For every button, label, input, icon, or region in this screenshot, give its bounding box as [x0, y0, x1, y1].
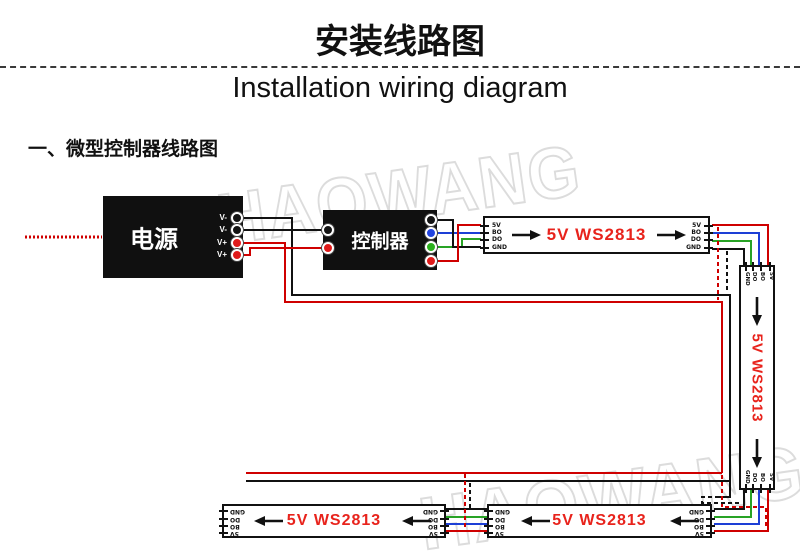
- controller-terminal-gnd-in: [322, 224, 334, 236]
- wire-5v-power-bus: [243, 242, 723, 473]
- pin-tick: [760, 262, 762, 271]
- power-pin-label-vminus-2: V-: [219, 225, 227, 234]
- pin-tick: [769, 262, 771, 271]
- led-strip-4: GND DO BO 5V GND DO BO 5V 5V WS2813: [219, 504, 449, 538]
- pin-tick: [745, 484, 747, 493]
- pin-tick: [745, 262, 747, 271]
- pin-tick: [219, 510, 228, 512]
- pin-tick: [484, 525, 493, 527]
- strip1-pin-gnd-right: GND: [686, 244, 701, 251]
- pin-tick: [219, 532, 228, 534]
- pin-tick: [704, 239, 713, 241]
- pin-tick: [484, 518, 493, 520]
- pin-tick: [219, 518, 228, 520]
- strip4-pin-5v-right: 5V: [429, 530, 438, 537]
- pin-tick: [440, 525, 449, 527]
- pin-tick: [706, 510, 715, 512]
- strip4-pin-gnd-left: GND: [230, 508, 245, 515]
- flow-arrow-right-icon: [512, 230, 541, 240]
- pin-tick: [706, 532, 715, 534]
- vstrip-pin-5v-bottom: 5V: [768, 473, 774, 482]
- vstrip-model-label: 5V WS2813: [748, 332, 766, 423]
- wire-5v-strip1-to-vstrip: [712, 224, 769, 266]
- vstrip-pin-do-bottom: DO: [751, 473, 757, 483]
- pin-tick: [706, 525, 715, 527]
- flow-arrow-right-icon: [657, 230, 686, 240]
- strip1-pin-do-right: DO: [690, 236, 701, 243]
- strip4-model-label: 5V WS2813: [286, 512, 382, 529]
- strip4-pin-bo-left: BO: [230, 523, 240, 530]
- controller-terminal-gnd-out: [425, 214, 437, 226]
- power-pin-label-vplus-1: V+: [216, 238, 227, 247]
- strip3-model-label: 5V WS2813: [552, 512, 647, 529]
- led-strip-3: GND DO BO 5V GND DO BO 5V 5V WS2813: [484, 504, 715, 538]
- controller-terminal-do-out: [425, 241, 437, 253]
- vstrip-pin-do-top: DO: [751, 272, 757, 282]
- str3-pin-5v-right: 5V: [695, 530, 704, 537]
- vstrip-pin-5v-top: 5V: [768, 272, 774, 281]
- power-supply-box: 电源 V- V- V+ V+: [103, 196, 243, 278]
- pin-tick: [704, 225, 713, 227]
- pin-tick: [480, 247, 489, 249]
- dashed-divider: [0, 66, 800, 68]
- power-terminal-vminus-1: [231, 212, 243, 224]
- strip1-pin-do-left: DO: [492, 236, 503, 243]
- flow-arrow-left-icon: [254, 516, 283, 526]
- wire-do-controller-to-strip1: [437, 238, 481, 248]
- power-pin-label-vplus-2: V+: [216, 250, 227, 259]
- strip3-pin-gnd-left: GND: [495, 508, 510, 515]
- pin-tick: [704, 247, 713, 249]
- strip4-pin-do-left: DO: [230, 516, 241, 523]
- page-title-chinese: 安装线路图: [315, 22, 485, 62]
- pin-tick: [480, 239, 489, 241]
- strip1-pin-gnd-left: GND: [492, 244, 507, 251]
- power-supply-label: 电源: [130, 225, 178, 254]
- controller-label: 控制器: [351, 230, 409, 253]
- controller-terminal-5v-in: [322, 242, 334, 254]
- strip4-pin-5v-left: 5V: [230, 530, 239, 537]
- flow-arrow-left-icon: [402, 516, 431, 526]
- vstrip-pin-gnd-bottom: GND: [744, 470, 750, 484]
- strip1-model-label: 5V WS2813: [546, 225, 647, 244]
- flow-arrow-down-icon: [752, 297, 762, 326]
- pin-tick: [440, 518, 449, 520]
- wire-5v-controller-to-strip1: [437, 224, 481, 262]
- strip3-pin-bo-left: BO: [495, 523, 505, 530]
- pin-tick: [484, 510, 493, 512]
- pin-tick: [440, 532, 449, 534]
- pin-tick: [440, 510, 449, 512]
- flow-arrow-down-icon: [752, 439, 762, 468]
- section-heading: 一、微型控制器线路图: [28, 138, 219, 160]
- pin-tick: [769, 484, 771, 493]
- power-terminal-vplus-2: [231, 249, 243, 261]
- pin-tick: [760, 484, 762, 493]
- controller-terminal-bo-out: [425, 227, 437, 239]
- power-terminal-vplus-1: [231, 237, 243, 249]
- vstrip-pin-gnd-top: GND: [744, 272, 750, 286]
- led-strip-1: 5V BO DO GND 5V BO DO GND 5V WS2813: [480, 216, 713, 254]
- led-strip-2-vertical: GND DO BO 5V GND DO BO 5V 5V WS2813: [739, 262, 775, 493]
- pin-tick: [704, 232, 713, 234]
- pin-tick: [752, 484, 754, 493]
- pin-tick: [706, 518, 715, 520]
- strip3-pin-do-left: DO: [495, 516, 506, 523]
- pin-tick: [480, 225, 489, 227]
- vstrip-pin-bo-top: BO: [759, 272, 765, 281]
- strip3-pin-5v-left: 5V: [495, 530, 504, 537]
- power-terminal-vminus-2: [231, 224, 243, 236]
- page-title-english: Installation wiring diagram: [232, 72, 568, 104]
- pin-tick: [219, 525, 228, 527]
- strip4-pin-gnd-right: GND: [423, 508, 438, 515]
- pin-tick: [480, 232, 489, 234]
- flow-arrow-left-icon: [670, 516, 699, 526]
- flow-arrow-left-icon: [521, 516, 550, 526]
- controller-box: 控制器: [322, 210, 437, 270]
- power-pin-label-vminus-1: V-: [219, 213, 227, 222]
- vstrip-pin-bo-bottom: BO: [759, 473, 765, 482]
- pin-tick: [484, 532, 493, 534]
- controller-terminal-5v-out: [425, 255, 437, 267]
- wire-gnd-strip1-to-vstrip: [712, 248, 745, 266]
- strip3-pin-gnd-right: GND: [689, 508, 704, 515]
- pin-tick: [752, 262, 754, 271]
